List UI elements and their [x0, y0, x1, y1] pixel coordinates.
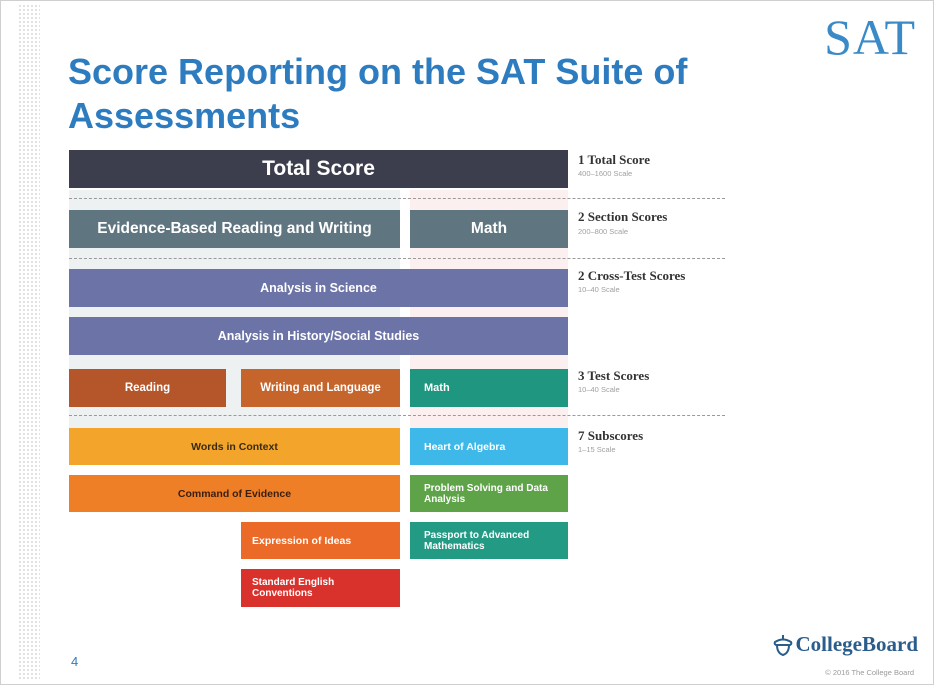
legend-section-scale: 200–800 Scale	[578, 227, 629, 236]
copyright-text: © 2016 The College Board	[825, 668, 914, 677]
analysis-in-history-block: Analysis in History/Social Studies	[69, 317, 568, 355]
reading-test-block: Reading	[69, 369, 226, 407]
slide-title: Score Reporting on the SAT Suite of Asse…	[68, 51, 688, 136]
separator-line	[69, 198, 725, 199]
legend-test-title: 3 Test Scores	[578, 368, 650, 383]
dotted-margin	[18, 4, 40, 681]
legend-section-title: 2 Section Scores	[578, 209, 668, 224]
legend-total-scale: 400–1600 Scale	[578, 169, 633, 178]
page-number: 4	[71, 654, 79, 669]
analysis-in-history-label: Analysis in History/Social Studies	[217, 329, 420, 343]
legend-total-title: 1 Total Score	[578, 152, 650, 167]
problem-solving-label: Problem Solving and Data Analysis	[424, 482, 548, 505]
command-of-evidence-block: Command of Evidence	[69, 475, 400, 512]
math-test-block: Math	[410, 369, 568, 407]
standard-english-block: Standard English Conventions	[241, 569, 400, 607]
passport-block: Passport to Advanced Mathematics	[410, 522, 568, 559]
legend-test-scale: 10–40 Scale	[578, 385, 620, 394]
heart-of-algebra-label: Heart of Algebra	[424, 440, 506, 453]
analysis-in-science-block: Analysis in Science	[69, 269, 568, 307]
legend-cross-test-title: 2 Cross-Test Scores	[578, 268, 686, 283]
sat-logo: SAT	[824, 9, 916, 65]
total-score-label: Total Score	[262, 157, 375, 180]
expression-of-ideas-block: Expression of Ideas	[241, 522, 400, 559]
math-section-block: Math	[410, 210, 568, 248]
total-score-block: Total Score	[69, 150, 568, 188]
legend-subscores-title: 7 Subscores	[578, 428, 644, 443]
math-section-label: Math	[470, 220, 508, 237]
passport-label: Passport to Advanced Mathematics	[424, 529, 530, 552]
writing-test-block: Writing and Language	[241, 369, 400, 407]
ebrw-section-block: Evidence-Based Reading and Writing	[69, 210, 400, 248]
slide: SAT Score Reporting on the SAT Suite of …	[40, 4, 926, 680]
problem-solving-block: Problem Solving and Data Analysis	[410, 475, 568, 512]
command-of-evidence-label: Command of Evidence	[177, 487, 292, 500]
reading-test-label: Reading	[124, 382, 171, 394]
math-test-label: Math	[424, 382, 450, 394]
collegeboard-wordmark: CollegeBoard	[795, 632, 918, 656]
ebrw-section-label: Evidence-Based Reading and Writing	[97, 220, 372, 237]
standard-english-label: Standard English Conventions	[252, 577, 335, 599]
writing-test-label: Writing and Language	[260, 382, 381, 394]
analysis-in-science-label: Analysis in Science	[260, 281, 377, 295]
words-in-context-label: Words in Context	[191, 440, 278, 453]
separator-line	[69, 415, 725, 416]
collegeboard-logo: CollegeBoard	[772, 632, 918, 657]
separator-line	[69, 258, 725, 259]
acorn-icon	[773, 634, 792, 656]
words-in-context-block: Words in Context	[69, 428, 400, 465]
heart-of-algebra-block: Heart of Algebra	[410, 428, 568, 465]
expression-of-ideas-label: Expression of Ideas	[252, 534, 352, 547]
legend-cross-test-scale: 10–40 Scale	[578, 285, 620, 294]
legend-subscores-scale: 1–15 Scale	[578, 445, 616, 454]
